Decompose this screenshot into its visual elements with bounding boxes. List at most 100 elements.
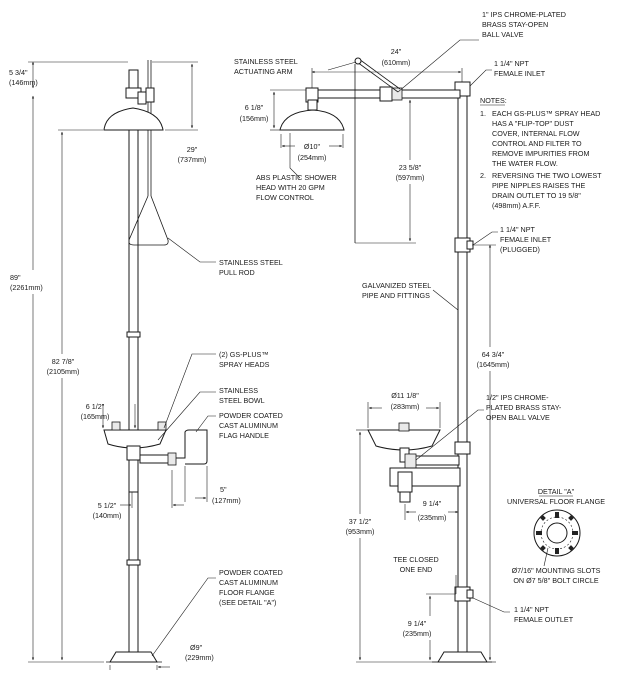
note-1-line-6: THE WATER FLOW.	[492, 159, 558, 168]
dim-29-mm: (737mm)	[178, 155, 207, 164]
dim-5-1-2-mm: (140mm)	[93, 511, 122, 520]
bowl-label-1: STAINLESS	[219, 386, 258, 395]
dim-64-mm: (1645mm)	[477, 360, 510, 369]
side-view	[279, 57, 492, 663]
detail-subtitle: UNIVERSAL FLOOR FLANGE	[507, 497, 605, 506]
pull-triangle	[128, 195, 169, 246]
shower-head-side	[279, 109, 345, 131]
note-2-number: 2.	[480, 171, 486, 180]
valve-top-label-3: BALL VALVE	[482, 30, 524, 39]
dim-5-mm: (127mm)	[212, 496, 241, 505]
inlet-plugged-label-3: (PLUGGED)	[500, 245, 540, 254]
actuating-arm-label-2: ACTUATING ARM	[234, 67, 293, 76]
dim-23-mm: (597mm)	[396, 173, 425, 182]
note-2-line-2: PIPE NIPPLES RAISES THE	[492, 181, 586, 190]
dim-outlet-mm: (235mm)	[403, 629, 432, 638]
main-pipe	[128, 129, 139, 653]
dim-bowl-dia-mm: (283mm)	[391, 402, 420, 411]
shower-head-front	[103, 107, 164, 131]
dim-24-mm: (610mm)	[382, 58, 411, 67]
dim-29-in: 29"	[187, 145, 198, 154]
dim-24-in: 24"	[391, 47, 402, 56]
floor-flange-front	[109, 651, 158, 663]
note-1-line-3: COVER, INTERNAL FLOW	[492, 129, 580, 138]
dim-5-in: 5"	[220, 485, 227, 494]
spray-head-right	[157, 421, 167, 431]
flag-handle-label-3: FLAG HANDLE	[219, 431, 269, 440]
note-1-number: 1.	[480, 109, 486, 118]
dim-89-mm: (2261mm)	[10, 283, 43, 292]
note-2-line-3: DRAIN OUTLET TO 19 5/8"	[492, 191, 581, 200]
dim-drain-mm: (235mm)	[418, 513, 447, 522]
flag-handle-label-2: CAST ALUMINUM	[219, 421, 278, 430]
flag-handle	[176, 429, 208, 465]
dim-head-height-in: 5 3/4"	[9, 68, 28, 77]
inlet-plugged-label-1: 1 1/4" NPT	[500, 225, 536, 234]
dim-6-1-2-in: 6 1/2"	[86, 402, 105, 411]
note-2-line-4: (498mm) A.F.F.	[492, 201, 540, 210]
outlet-label-2: FEMALE OUTLET	[514, 615, 574, 624]
floor-flange-label-3: FLOOR FLANGE	[219, 588, 275, 597]
outlet-label-1: 1 1/4" NPT	[514, 605, 550, 614]
inlet-top-label-1: 1 1/4" NPT	[494, 59, 530, 68]
spray-heads-label-1: (2) GS-PLUS™	[219, 350, 269, 359]
dim-37-in: 37 1/2"	[349, 517, 372, 526]
bowl-label-2: STEEL BOWL	[219, 396, 265, 405]
pipe-label-2: PIPE AND FITTINGS	[362, 291, 430, 300]
dim-head-height-mm: (146mm)	[9, 78, 38, 87]
dim-82-mm: (2105mm)	[47, 367, 80, 376]
shower-head-label-1: ABS PLASTIC SHOWER	[256, 173, 337, 182]
valve-bowl-label-3: OPEN BALL VALVE	[486, 413, 550, 422]
floor-flange-label-4: (SEE DETAIL "A")	[219, 598, 276, 607]
dim-6-1-8-in: 6 1/8"	[245, 103, 264, 112]
floor-flange-label-2: CAST ALUMINUM	[219, 578, 278, 587]
valve-top-label-1: 1" IPS CHROME-PLATED	[482, 10, 566, 19]
bowl-side	[367, 429, 441, 451]
detail-title: DETAIL "A"	[538, 487, 575, 496]
side-main-pipe	[457, 95, 468, 655]
inlet-plugged-label-2: FEMALE INLET	[500, 235, 552, 244]
detail-caption-2: ON Ø7 5/8" BOLT CIRCLE	[513, 576, 599, 585]
flag-handle-label-1: POWDER COATED	[219, 411, 283, 420]
detail-caption-1: Ø7/16" MOUNTING SLOTS	[512, 566, 601, 575]
side-view-dimensions	[270, 39, 510, 663]
note-1-line-4: CONTROL AND FILTER TO	[492, 139, 582, 148]
note-1-line-2: HAS A "FLIP-TOP" DUST	[492, 119, 574, 128]
pull-rod-label-1: STAINLESS STEEL	[219, 258, 283, 267]
pull-rod-label-2: PULL ROD	[219, 268, 255, 277]
shower-head-label-3: FLOW CONTROL	[256, 193, 314, 202]
tee-label-2: ONE END	[400, 565, 433, 574]
dim-6-1-8-mm: (156mm)	[240, 114, 269, 123]
floor-flange-label-1: POWDER COATED	[219, 568, 283, 577]
spray-heads-label-2: SPRAY HEADS	[219, 360, 270, 369]
dim-bowl-dia-in: Ø11 1/8"	[391, 391, 419, 400]
side-view-labels: 1" IPS CHROME-PLATED BRASS STAY-OPEN BAL…	[234, 10, 574, 640]
dim-flange-in: Ø9"	[190, 643, 203, 652]
tee-label-1: TEE CLOSED	[393, 555, 439, 564]
dim-flange-mm: (229mm)	[185, 653, 214, 662]
notes-title: NOTES:	[480, 96, 507, 105]
note-2-line-1: REVERSING THE TWO LOWEST	[492, 171, 602, 180]
dim-outlet-in: 9 1/4"	[408, 619, 427, 628]
spray-head-left	[111, 421, 121, 431]
note-1-line-1: EACH GS-PLUS™ SPRAY HEAD	[492, 109, 600, 118]
note-1-line-5: REMOVE IMPURITIES FROM	[492, 149, 589, 158]
front-view-labels: 5 3/4" (146mm) 29" (737mm) 89" (2261mm) …	[8, 68, 283, 662]
dim-37-mm: (953mm)	[346, 527, 375, 536]
actuating-arm-label-1: STAINLESS STEEL	[234, 57, 298, 66]
dim-82-in: 82 7/8"	[52, 357, 75, 366]
valve-bowl-label-2: PLATED BRASS STAY-	[486, 403, 562, 412]
dim-head-dia-in: Ø10"	[304, 142, 321, 151]
dim-64-in: 64 3/4"	[482, 350, 505, 359]
valve-top-label-2: BRASS STAY-OPEN	[482, 20, 548, 29]
pipe-label-1: GALVANIZED STEEL	[362, 281, 431, 290]
dim-drain-in: 9 1/4"	[423, 499, 442, 508]
dim-head-dia-mm: (254mm)	[298, 153, 327, 162]
valve-bowl-label-1: 1/2" IPS CHROME-	[486, 393, 549, 402]
inlet-top-label-2: FEMALE INLET	[494, 69, 546, 78]
detail-a: DETAIL "A" UNIVERSAL FLOOR FLANGE Ø7/16"…	[507, 487, 605, 585]
front-view	[103, 60, 208, 663]
notes: NOTES: 1. EACH GS-PLUS™ SPRAY HEAD HAS A…	[480, 96, 602, 210]
dim-23-in: 23 5/8"	[399, 163, 422, 172]
